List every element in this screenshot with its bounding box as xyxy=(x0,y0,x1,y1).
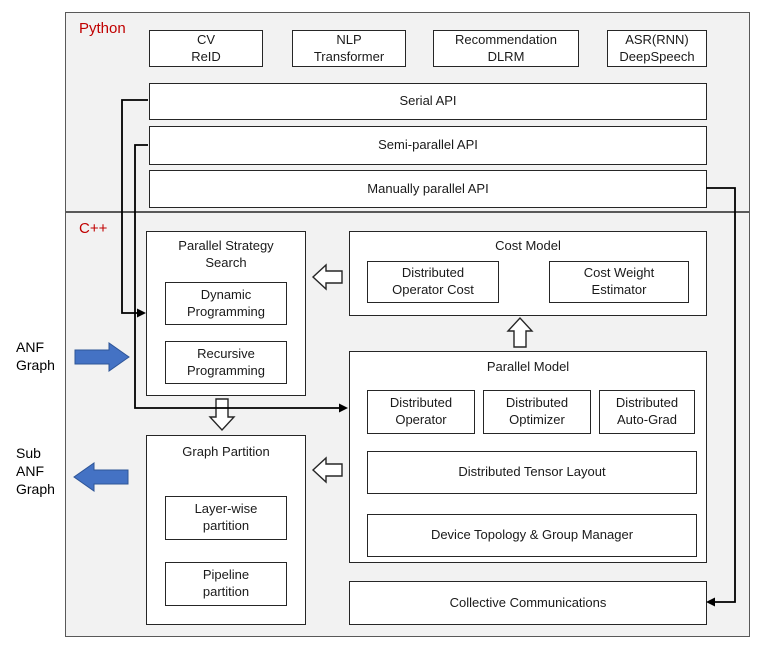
python-section: Python CV ReID NLP Transformer Recommend… xyxy=(65,12,750,212)
pipeline-partition-box: Pipeline partition xyxy=(165,562,287,606)
graph-partition-group: Graph Partition Layer-wise partition Pip… xyxy=(146,435,306,625)
graph-partition-title: Graph Partition xyxy=(182,444,270,459)
distributed-optimizer-box: Distributed Optimizer xyxy=(483,390,591,434)
anf-graph-label: ANF Graph xyxy=(16,339,55,374)
semi-parallel-api-box: Semi-parallel API xyxy=(149,126,707,165)
device-topology-group-manager-box: Device Topology & Group Manager xyxy=(367,514,697,557)
recursive-programming-box: Recursive Programming xyxy=(165,341,287,384)
python-label: Python xyxy=(79,20,126,37)
parallel-strategy-search-group: Parallel Strategy Search Dynamic Program… xyxy=(146,231,306,396)
distributed-auto-grad-box: Distributed Auto-Grad xyxy=(599,390,695,434)
layer-wise-partition-box: Layer-wise partition xyxy=(165,496,287,540)
cost-weight-estimator-box: Cost Weight Estimator xyxy=(549,261,689,303)
distributed-operator-box: Distributed Operator xyxy=(367,390,475,434)
app-box-nlp-transformer: NLP Transformer xyxy=(292,30,406,67)
app-box-cv-reid: CV ReID xyxy=(149,30,263,67)
cost-model-group: Cost Model Distributed Operator Cost Cos… xyxy=(349,231,707,316)
distributed-tensor-layout-box: Distributed Tensor Layout xyxy=(367,451,697,494)
cpp-label: C++ xyxy=(79,220,108,237)
dynamic-programming-box: Dynamic Programming xyxy=(165,282,287,325)
sub-anf-graph-label: Sub ANF Graph xyxy=(16,445,55,498)
parallel-model-title: Parallel Model xyxy=(486,359,570,374)
serial-api-box: Serial API xyxy=(149,83,707,120)
cpp-section: C++ Parallel Strategy Search Dynamic Pro… xyxy=(65,212,750,637)
app-box-asr-deepspeech: ASR(RNN) DeepSpeech xyxy=(607,30,707,67)
distributed-operator-cost-box: Distributed Operator Cost xyxy=(367,261,499,303)
manually-parallel-api-box: Manually parallel API xyxy=(149,170,707,208)
app-box-recommendation-dlrm: Recommendation DLRM xyxy=(433,30,579,67)
parallel-strategy-search-title: Parallel Strategy Search xyxy=(178,238,274,270)
collective-communications-box: Collective Communications xyxy=(349,581,707,625)
parallel-model-group: Parallel Model Distributed Operator Dist… xyxy=(349,351,707,563)
cost-model-title: Cost Model xyxy=(495,238,561,253)
